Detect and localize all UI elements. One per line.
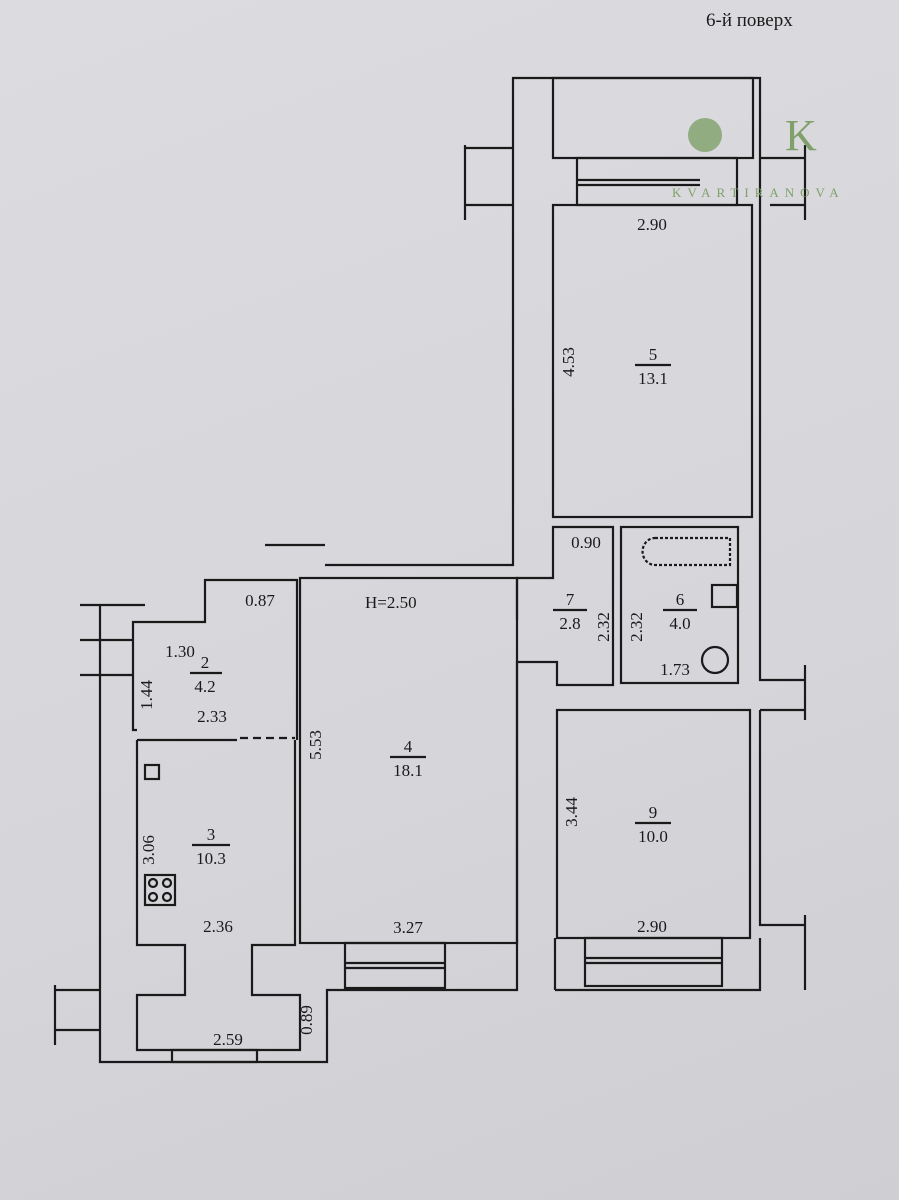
room-6: 64.0 [663, 590, 697, 633]
room-7: 72.8 [553, 590, 587, 633]
label-number: 6 [676, 590, 685, 609]
label-area: 13.1 [638, 369, 668, 388]
watermark: K KVARTIRANOVA [672, 111, 845, 200]
label-number: 9 [649, 803, 658, 822]
ceiling-height: H=2.50 [365, 593, 417, 612]
label-r2_a: 1.30 [165, 642, 195, 661]
room-4: 418.1 [390, 737, 426, 780]
label-r5_length: 4.53 [559, 347, 578, 377]
label-r7_door: 0.90 [571, 533, 601, 552]
label-area: 10.0 [638, 827, 668, 846]
label-area: 4.0 [669, 614, 690, 633]
watermark-brand: KVARTIRANOVA [672, 185, 845, 200]
label-r9_len: 3.44 [562, 797, 581, 827]
label-area: 2.8 [559, 614, 580, 633]
room-9: 910.0 [635, 803, 671, 846]
label-r2_top: 0.87 [245, 591, 275, 610]
label-r3_bottom: 2.59 [213, 1030, 243, 1049]
label-area: 4.2 [194, 677, 215, 696]
label-r4_w: 3.27 [393, 918, 423, 937]
label-number: 7 [566, 590, 575, 609]
label-r5_width: 2.90 [637, 215, 667, 234]
dimensions: 2.90 4.53 0.90 2.32 2.32 1.73 0.87 1.30 … [137, 215, 690, 1049]
room-labels: H=2.50 24.2 310.3 418.1 513.1 64.0 72.8 … [190, 345, 697, 868]
label-number: 4 [404, 737, 413, 756]
label-r7_len: 2.32 [594, 612, 613, 642]
label-r6_len: 2.32 [627, 612, 646, 642]
watermark-tree-icon [688, 118, 722, 152]
room-5: 513.1 [635, 345, 671, 388]
label-r9_w: 2.90 [637, 917, 667, 936]
label-r4_len: 5.53 [306, 730, 325, 760]
label-number: 5 [649, 345, 658, 364]
label-number: 3 [207, 825, 216, 844]
label-area: 10.3 [196, 849, 226, 868]
label-r3_side: 0.89 [297, 1005, 316, 1035]
label-r3_w: 2.36 [203, 917, 233, 936]
walls [53, 76, 807, 1064]
label-r2_w: 2.33 [197, 707, 227, 726]
label-number: 2 [201, 653, 210, 672]
label-area: 18.1 [393, 761, 423, 780]
label-r6_width: 1.73 [660, 660, 690, 679]
room-2: 24.2 [190, 653, 222, 696]
label-r2_h: 1.44 [137, 680, 156, 710]
floor-label: 6-й поверх [706, 10, 793, 31]
room-3: 310.3 [192, 825, 230, 868]
watermark-letter: K [785, 111, 817, 160]
label-r3_len: 3.06 [139, 835, 158, 865]
